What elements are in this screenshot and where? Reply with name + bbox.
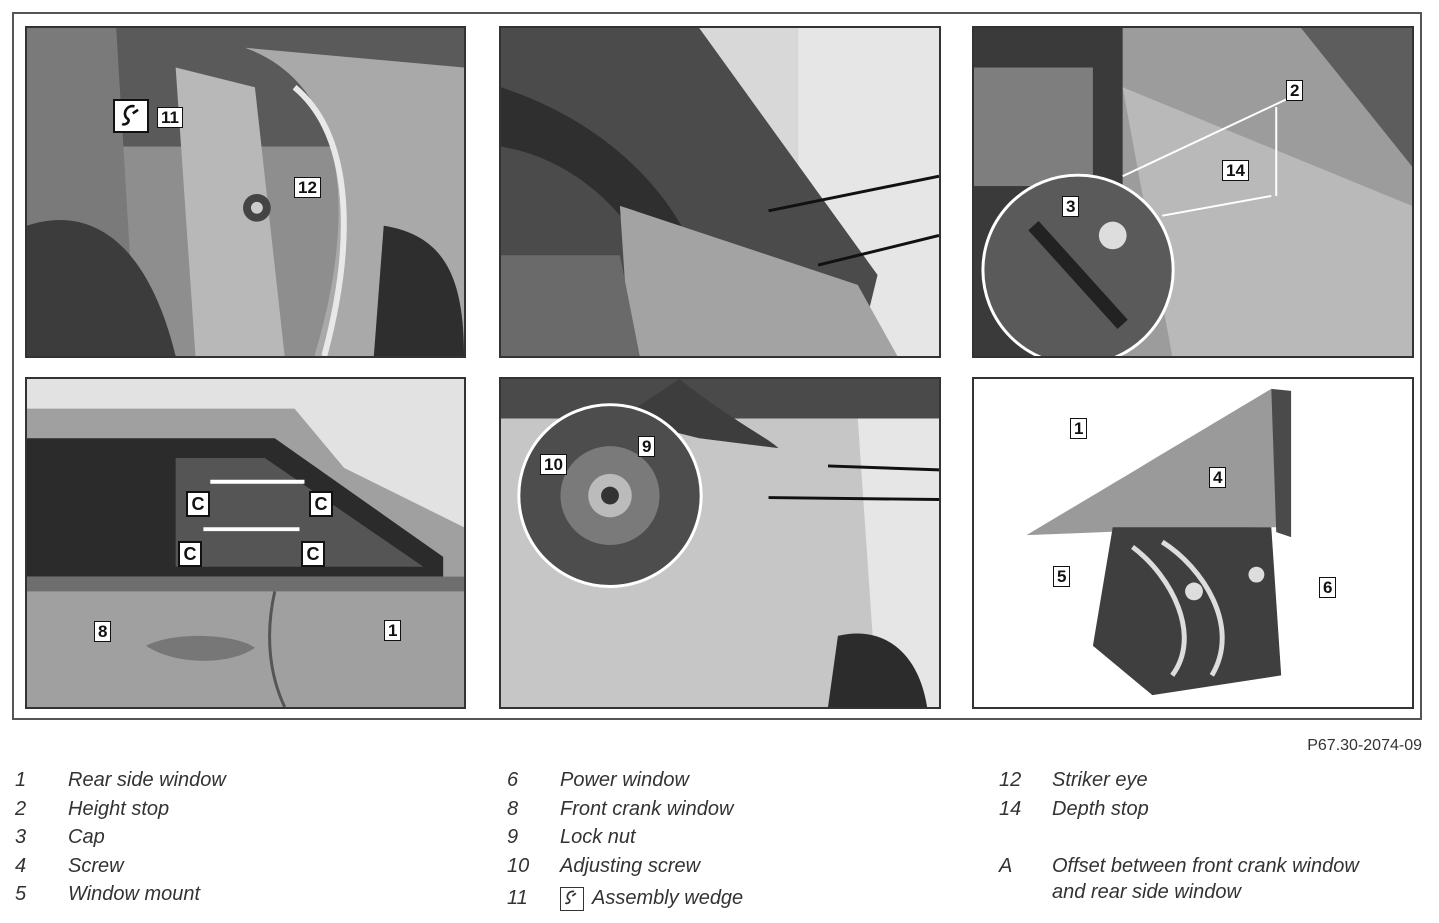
legend-item: 8 Front crank window (507, 795, 967, 824)
legend-column-3: 12 Striker eye 14 Depth stop A Offset betwe… (999, 766, 1429, 907)
legend-text: Offset between front crank window (1052, 854, 1359, 877)
legend-number: 4 (15, 854, 27, 877)
legend-number: 12 (999, 769, 1022, 791)
legend-item: 11 Assembly wedge (507, 884, 967, 913)
legend-column-2: 6 Power window 8 Front crank window 9 Lock … (507, 766, 967, 913)
legend-text: Rear side window (68, 769, 226, 791)
photo-panel-height-stop (972, 26, 1414, 358)
legend-text: Cap (68, 826, 105, 848)
legend-number: 6 (507, 769, 519, 791)
legend-text-wrap: Assembly wedge (560, 884, 743, 912)
legend-text: Window mount (68, 883, 201, 905)
legend-number: 14 (999, 797, 1022, 820)
legend-item (999, 823, 1429, 852)
callout-9: 9 (638, 436, 656, 457)
legend-item: 12 Striker eye (999, 766, 1429, 795)
callout-14: 14 (1222, 160, 1249, 181)
legend-number: 1 (15, 769, 27, 791)
marker-c-4: C (301, 541, 325, 567)
legend-number: A (999, 854, 1013, 877)
legend-text: and rear side window (1052, 881, 1241, 903)
legend-text: Screw (68, 854, 124, 877)
callout-6: 6 (1319, 577, 1337, 598)
callout-1-assembly: 1 (1070, 418, 1088, 439)
legend-item: 9 Lock nut (507, 823, 967, 852)
legend-text: Depth stop (1052, 797, 1149, 820)
assembly-wedge-icon (113, 99, 149, 133)
photo-panel-window-frame (499, 26, 941, 358)
legend-number: 5 (15, 883, 27, 905)
legend-text: Adjusting screw (560, 854, 701, 877)
legend-number: 3 (15, 826, 27, 848)
callout-10: 10 (540, 454, 567, 475)
legend-item: 10 Adjusting screw (507, 852, 967, 881)
photo-panel-adjusting-screw (499, 377, 941, 709)
callout-3: 3 (1062, 196, 1080, 217)
marker-c-2: C (309, 491, 333, 517)
legend-item: 1 Rear side window (15, 766, 465, 795)
legend-item: 3 Cap (15, 823, 465, 852)
legend-number: 8 (507, 797, 519, 820)
legend-item: 2 Height stop (15, 795, 465, 824)
assembly-wedge-icon (560, 887, 584, 911)
callout-5: 5 (1053, 566, 1071, 587)
legend-column-1: 1 Rear side window 2 Height stop 3 Cap 4 Scr… (15, 766, 465, 909)
legend-number: 10 (507, 854, 530, 877)
legend-text: Power window (560, 769, 689, 791)
photo-panel-side-windows (25, 377, 466, 709)
legend-text: Assembly wedge (592, 887, 744, 909)
callout-11: 11 (157, 107, 183, 128)
marker-c-1: C (186, 491, 210, 517)
callout-4: 4 (1209, 467, 1227, 488)
legend-text: Front crank window (560, 797, 734, 820)
callout-12: 12 (294, 177, 321, 198)
legend-text: Striker eye (1052, 769, 1148, 791)
legend-number: 9 (507, 826, 519, 848)
marker-c-3: C (178, 541, 202, 567)
callout-1: 1 (384, 620, 402, 641)
legend-item: 6 Power window (507, 766, 967, 795)
legend-item: A Offset between front crank window (999, 852, 1429, 881)
legend-item: 14 Depth stop (999, 795, 1429, 824)
legend-item: and rear side window (999, 878, 1429, 907)
photo-panel-striker (25, 26, 466, 358)
callout-8: 8 (94, 621, 112, 642)
photo-panel-window-assembly (972, 377, 1414, 709)
legend-number: 2 (15, 797, 27, 820)
figure-reference: P67.30-2074-09 (1307, 737, 1422, 754)
callout-2: 2 (1286, 80, 1304, 101)
legend-item: 5 Window mount (15, 880, 465, 909)
legend-text: Lock nut (560, 826, 636, 848)
legend-number: 11 (507, 887, 528, 909)
legend-item: 4 Screw (15, 852, 465, 881)
legend-text: Height stop (68, 797, 170, 820)
